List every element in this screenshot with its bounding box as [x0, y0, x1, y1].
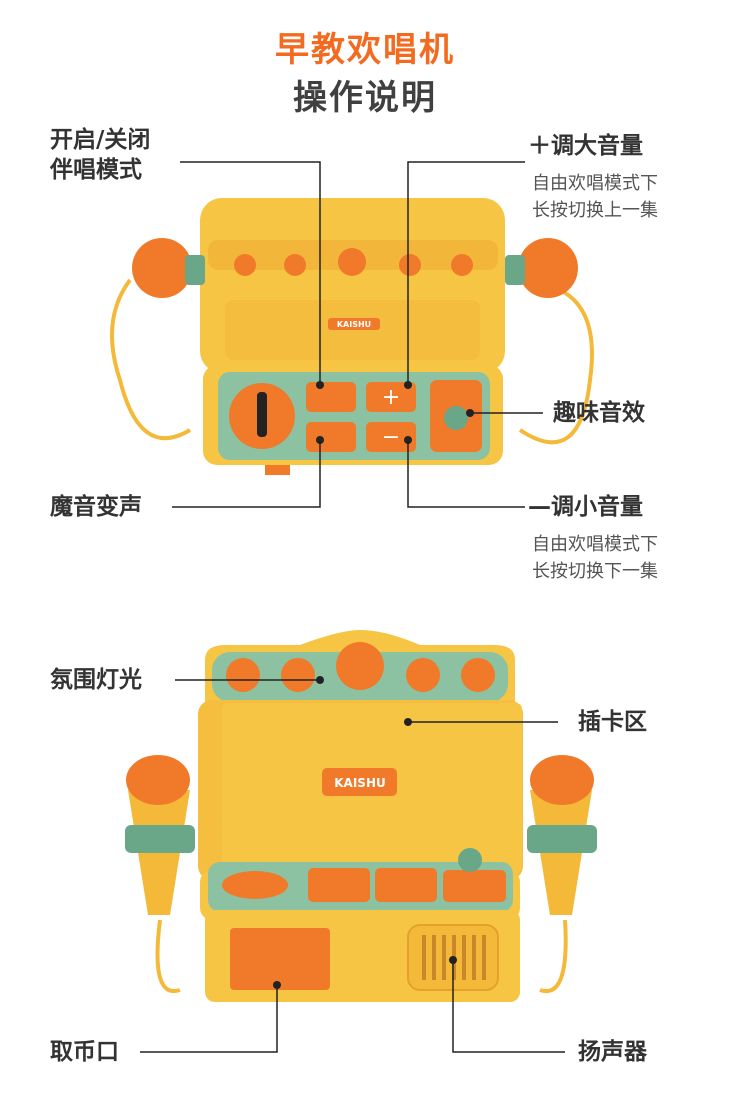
desc-line: 长按切换上一集: [532, 200, 658, 221]
volume-up-description: 自由欢唱模式下 长按切换上一集: [532, 170, 658, 224]
leader-lines: [140, 161, 565, 1053]
label-line: 开启/关闭: [50, 127, 151, 153]
label-accompaniment-mode: 开启/关闭 伴唱模式: [50, 125, 150, 185]
label-voice-changer: 魔音变声: [50, 494, 142, 520]
label-volume-down: —调小音量: [528, 494, 643, 520]
brand-logo-front: KAISHU: [337, 320, 371, 329]
desc-line: 长按切换下一集: [532, 561, 658, 582]
label-ambient-light: 氛围灯光: [50, 667, 142, 693]
page-title: 早教欢唱机: [275, 30, 455, 70]
plus-icon: +: [382, 385, 400, 410]
device-back-view: KAISHU: [125, 630, 597, 1002]
label-coin-slot: 取币口: [50, 1039, 119, 1065]
label-fun-sound: 趣味音效: [553, 400, 645, 426]
label-volume-up: ＋调大音量: [528, 133, 643, 159]
brand-logo-back: KAISHU: [334, 776, 385, 790]
page-subtitle: 操作说明: [293, 78, 437, 118]
desc-line: 自由欢唱模式下: [532, 173, 658, 194]
label-speaker: 扬声器: [578, 1039, 647, 1065]
label-card-slot: 插卡区: [578, 709, 647, 735]
volume-down-description: 自由欢唱模式下 长按切换下一集: [532, 531, 658, 585]
label-line: 伴唱模式: [50, 157, 142, 183]
desc-line: 自由欢唱模式下: [532, 534, 658, 555]
minus-icon: −: [382, 425, 400, 450]
device-front-view: KAISHU + −: [110, 198, 594, 475]
